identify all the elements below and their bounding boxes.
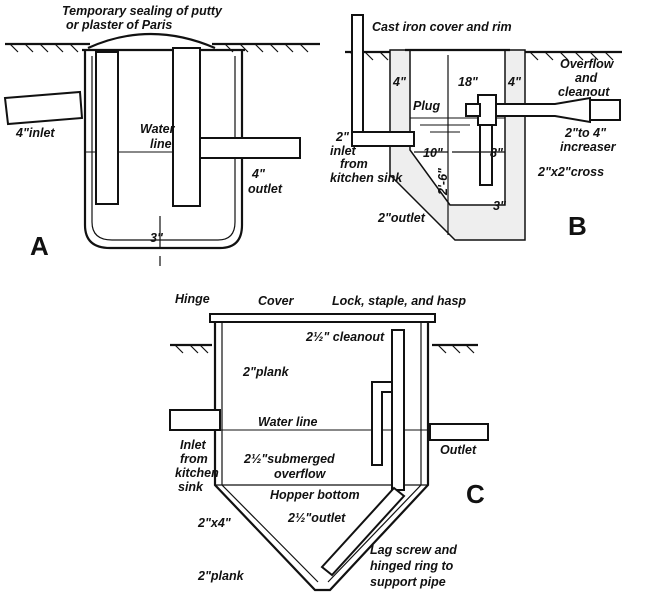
label-width-b: 18" [458,75,479,89]
panel-a: Temporary sealing of putty or plaster of… [3,4,320,266]
label-cover-b: Cast iron cover and rim [372,20,512,34]
inlet-baffle-pipe [95,51,119,205]
tank-a [82,48,245,250]
overflow-pipe [371,381,393,466]
label-cross: 2"x2"cross [537,165,604,179]
label-sealing: Temporary sealing of putty [62,4,223,18]
cover-c [209,313,436,323]
label-sealing-2: or plaster of Paris [66,18,172,32]
panel-c: Hinge Cover Lock, staple, and hasp 2½" c… [169,292,489,592]
label-from-b: from [340,157,368,171]
panel-letter-c: C [466,479,485,509]
panel-letter-b: B [568,211,587,241]
label-frame: 2"x4" [197,516,232,530]
label-kitchen-sink-b: kitchen sink [330,171,403,185]
label-overflow-and: and [575,71,598,85]
label-from-c: from [180,452,208,466]
label-outlet-b: 2"outlet [377,211,426,225]
dimension-lines-b [414,55,505,235]
label-dim-10: 10" [423,146,444,160]
label-lock: Lock, staple, and hasp [332,294,466,308]
label-inlet-size-b: 2" [335,130,350,144]
label-submerged: 2½"submerged [243,452,335,466]
label-outlet-c: Outlet [440,443,477,457]
label-plank-bottom: 2"plank [197,569,245,583]
label-hinge: Hinge [175,292,210,306]
label-inlet-a: 4"inlet [15,126,55,140]
label-dim-8: 8" [490,146,504,160]
label-kitchen-c: kitchen [175,466,219,480]
inlet-pipe-a [3,90,84,126]
label-inlet-c: Inlet [180,438,207,452]
label-increaser-size: 2"to 4" [564,126,607,140]
plug [465,103,481,117]
dome-cover [87,32,216,50]
box-walls [213,322,430,592]
label-support-pipe: support pipe [370,575,446,589]
outlet-pipe-b [479,124,493,186]
label-overflow: Overflow [560,57,615,71]
label-hopper: Hopper bottom [270,488,360,502]
label-plug: Plug [413,99,440,113]
outlet-baffle-pipe [172,47,201,207]
panel-letter-a: A [30,231,49,261]
label-cleanout-b: cleanout [558,85,610,99]
outlet-pipe-a [199,137,301,159]
label-wall-left: 4" [392,75,407,89]
increaser-pipe [495,96,591,124]
soil-hatch [9,43,309,53]
label-water-a: Water [140,122,176,136]
cleanout-pipe [391,329,405,491]
label-cleanout-c: 2½" cleanout [305,330,385,344]
soil-hatch-c [174,344,475,354]
label-pipe-outlet-c: 2½"outlet [287,511,346,525]
panel-b: Cast iron cover and rim 18" 4" 4" Overfl… [330,14,622,241]
label-increaser: increaser [560,140,617,154]
label-outlet-a: outlet [248,182,283,196]
outlet-pipe-4in [589,99,621,121]
label-water-line-c: Water line [258,415,318,429]
label-lag-screw: Lag screw and [370,543,457,557]
label-overflow-c: overflow [274,467,327,481]
tank-a-inner [91,56,236,241]
inlet-pipe-c [169,409,221,431]
inlet-pipe-horizontal [351,131,415,147]
label-sink-c: sink [178,480,204,494]
label-wall-right: 4" [507,75,522,89]
label-clearance-a: 3" [150,231,164,245]
label-depth-b: 2'-6" [436,167,450,196]
label-clearance-b: 3" [493,199,507,213]
label-inlet-b: inlet [330,144,357,158]
outlet-pipe-c [429,423,489,441]
angled-outlet-pipe [320,486,406,577]
label-line-a: line [150,137,172,151]
label-hinged-ring: hinged ring to [370,559,454,573]
label-cover-c: Cover [258,294,295,308]
label-plank-top: 2"plank [242,365,290,379]
inlet-pipe-vertical [351,14,364,134]
label-outlet-size-a: 4" [251,167,266,181]
